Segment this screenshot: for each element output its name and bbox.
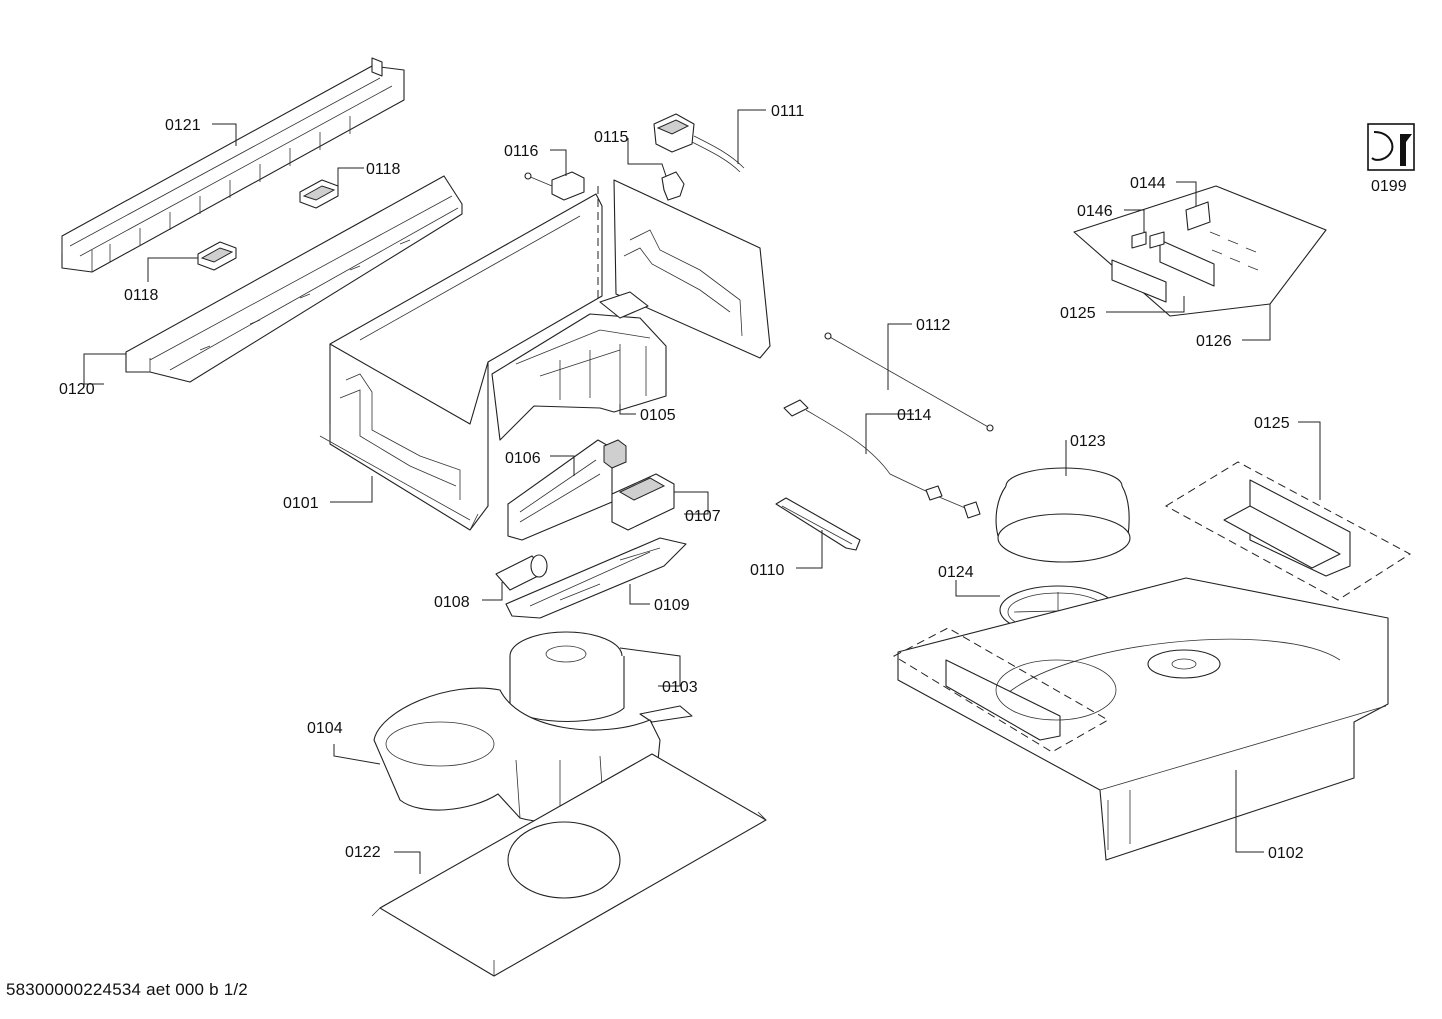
part-0123-duct — [995, 467, 1131, 563]
label-0121: 0121 — [165, 117, 201, 134]
part-0120-rail — [125, 175, 463, 383]
label-0120: 0120 — [59, 381, 95, 398]
part-rear-panel — [597, 179, 771, 359]
label-0118-lower: 0118 — [124, 287, 159, 304]
label-0102: 0102 — [1268, 845, 1304, 862]
label-0118-upper: 0118 — [366, 161, 401, 178]
label-0111: 0111 — [771, 103, 804, 120]
part-0102-base — [892, 577, 1389, 861]
label-0146: 0146 — [1077, 203, 1113, 220]
label-0116: 0116 — [504, 143, 539, 160]
label-0125-base: 0125 — [1254, 415, 1290, 432]
label-0110: 0110 — [750, 562, 785, 579]
part-0118-clip-upper — [299, 179, 339, 209]
part-0108-capacitor — [495, 554, 548, 591]
label-0101: 0101 — [283, 495, 319, 512]
label-0112: 0112 — [916, 317, 951, 334]
label-0109: 0109 — [654, 597, 690, 614]
label-0126: 0126 — [1196, 333, 1232, 350]
fittings-kit — [1073, 185, 1327, 317]
label-0115: 0115 — [594, 129, 629, 146]
part-0112-wire — [824, 332, 994, 432]
part-labels: 0121 0118 0118 0120 0116 0115 0111 0199 … — [59, 103, 1407, 862]
part-0125-bracket-upper — [1165, 461, 1411, 601]
part-0111-power-cord — [653, 113, 745, 173]
part-0107-module — [611, 473, 675, 531]
part-0121-trim-strip — [61, 57, 405, 273]
label-0122: 0122 — [345, 844, 381, 861]
part-0118-clip-lower — [197, 241, 237, 271]
label-0108: 0108 — [434, 594, 470, 611]
label-0114: 0114 — [897, 407, 932, 424]
label-0144: 0144 — [1130, 175, 1166, 192]
label-0106: 0106 — [505, 450, 541, 467]
part-0104-fan-housing — [373, 687, 661, 824]
label-0104: 0104 — [307, 720, 343, 737]
part-0122-base-plate — [371, 753, 767, 977]
part-0109-cover — [505, 537, 687, 619]
part-0101-housing — [319, 193, 603, 531]
label-0125-kit: 0125 — [1060, 305, 1096, 322]
part-0103-motor — [509, 631, 693, 723]
part-0116-sensor — [524, 171, 585, 201]
document-id: 58300000224534 aet 000 b 1/2 — [6, 980, 248, 999]
part-0114-cable-harness — [783, 399, 981, 519]
label-0103: 0103 — [662, 679, 698, 696]
label-0107: 0107 — [685, 508, 721, 525]
label-0105: 0105 — [640, 407, 676, 424]
wrench-icon — [1367, 123, 1415, 171]
leader-lines — [83, 109, 1321, 874]
part-0110-connector — [775, 497, 861, 551]
label-0199: 0199 — [1371, 178, 1407, 195]
label-0123: 0123 — [1070, 433, 1106, 450]
part-0105-air-guide — [491, 291, 667, 441]
part-0115-bracket — [661, 171, 685, 201]
label-0124: 0124 — [938, 564, 974, 581]
